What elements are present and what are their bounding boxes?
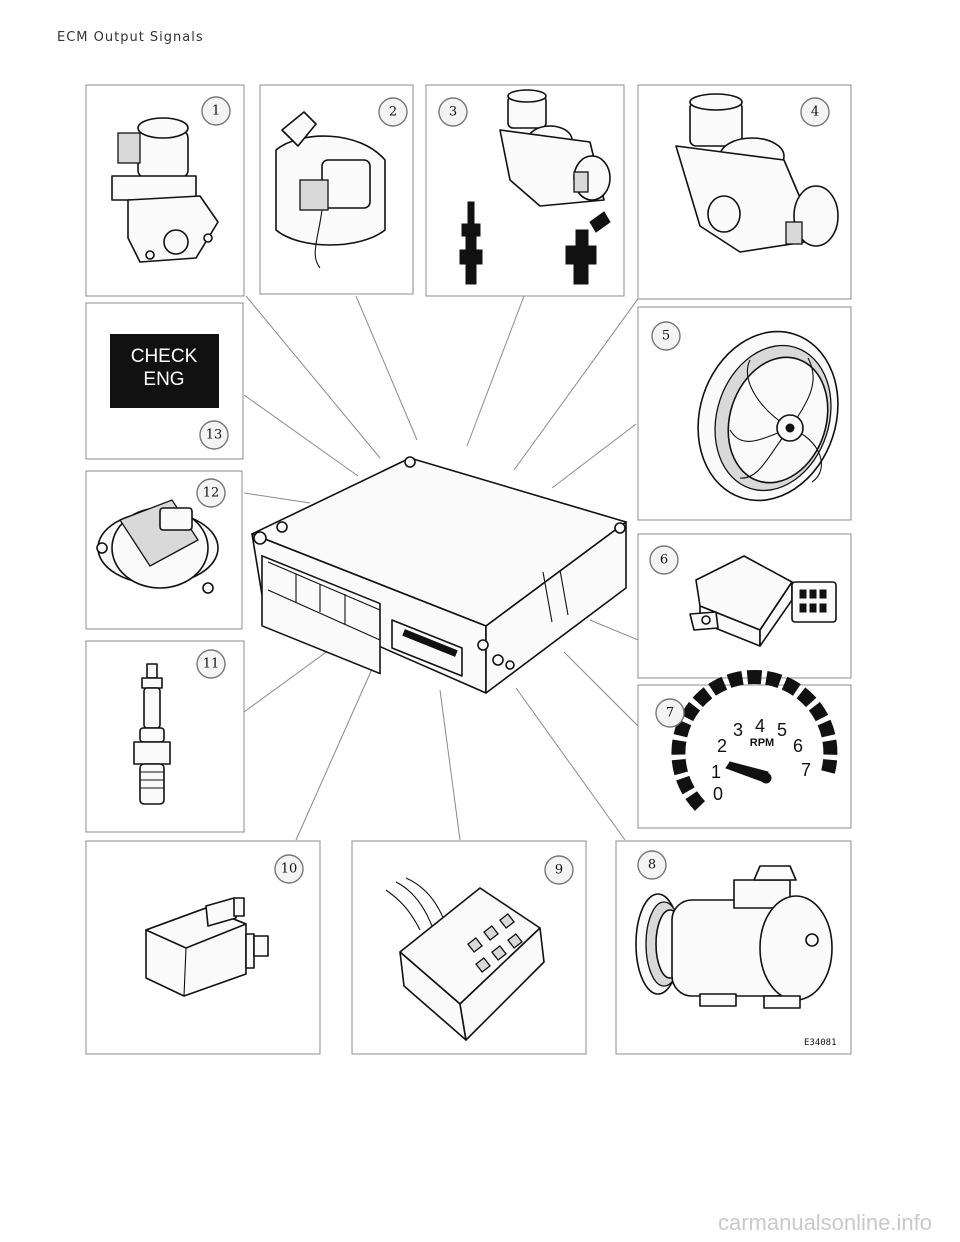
callout-1: 1 <box>201 96 231 126</box>
page-title: ECM Output Signals <box>57 30 204 45</box>
svg-text:10: 10 <box>281 862 298 877</box>
sensor-12-illustration <box>96 499 219 594</box>
module-6-illustration <box>689 555 837 647</box>
tach-rpm-label: RPM <box>750 737 774 749</box>
callout-2: 2 <box>378 97 408 127</box>
svg-text:8: 8 <box>648 858 656 873</box>
callout-4: 4 <box>800 97 830 127</box>
svg-text:5: 5 <box>662 329 670 344</box>
tach-num-0: 0 <box>713 784 723 804</box>
svg-text:12: 12 <box>203 486 220 501</box>
check-engine-lamp-face <box>110 334 219 408</box>
tachometer-gauge: 0 1 2 3 4 5 6 7 RPM <box>671 669 838 811</box>
check-eng-line1: CHECK <box>131 346 198 367</box>
callout-10: 10 <box>274 854 304 884</box>
callout-9: 9 <box>544 855 574 885</box>
tach-num-2: 2 <box>717 736 727 756</box>
svg-text:2: 2 <box>389 105 397 120</box>
fuel-pump-illustration <box>275 111 386 269</box>
leader-lines <box>243 295 641 841</box>
relay-illustration <box>145 897 269 997</box>
tach-num-4: 4 <box>755 716 765 736</box>
callout-12: 12 <box>196 478 226 508</box>
spark-plug-right-illustration <box>565 211 611 285</box>
tach-num-7: 7 <box>801 760 811 780</box>
svg-text:3: 3 <box>449 105 457 120</box>
throttle-assembly-illustration <box>675 93 839 253</box>
throttle-body-illustration <box>459 89 611 285</box>
compressor-illustration <box>635 865 833 1009</box>
svg-text:1: 1 <box>212 104 220 119</box>
callout-8: 8 <box>637 850 667 880</box>
idle-air-valve-illustration <box>111 117 219 263</box>
check-engine-lamp: CHECK ENG <box>110 334 219 408</box>
tach-num-3: 3 <box>733 720 743 740</box>
sensor-probe-illustration <box>133 663 171 805</box>
callout-5: 5 <box>651 321 681 351</box>
callout-6: 6 <box>649 545 679 575</box>
svg-text:7: 7 <box>666 706 674 721</box>
tach-num-5: 5 <box>777 720 787 740</box>
callout-3: 3 <box>438 97 468 127</box>
spark-plug-left-illustration <box>459 201 483 285</box>
fan-wheel-illustration <box>697 330 839 502</box>
callout-13: 13 <box>199 420 229 450</box>
callout-11: 11 <box>196 649 226 679</box>
svg-text:6: 6 <box>660 553 668 568</box>
svg-text:4: 4 <box>811 105 819 120</box>
callouts: 1 2 3 4 5 6 7 8 9 10 11 12 13 <box>196 96 830 885</box>
figure-reference: E34081 <box>804 1038 837 1048</box>
check-eng-line2: ENG <box>143 369 184 390</box>
svg-text:11: 11 <box>203 657 220 672</box>
footer-watermark: carmanualsonline.info <box>717 1210 932 1235</box>
diagnostic-connector-illustration <box>385 877 545 1041</box>
tach-num-1: 1 <box>711 762 721 782</box>
svg-text:9: 9 <box>555 863 563 878</box>
tach-num-6: 6 <box>793 736 803 756</box>
svg-text:13: 13 <box>206 428 223 443</box>
callout-7: 7 <box>655 698 685 728</box>
ecm-unit <box>251 456 627 694</box>
